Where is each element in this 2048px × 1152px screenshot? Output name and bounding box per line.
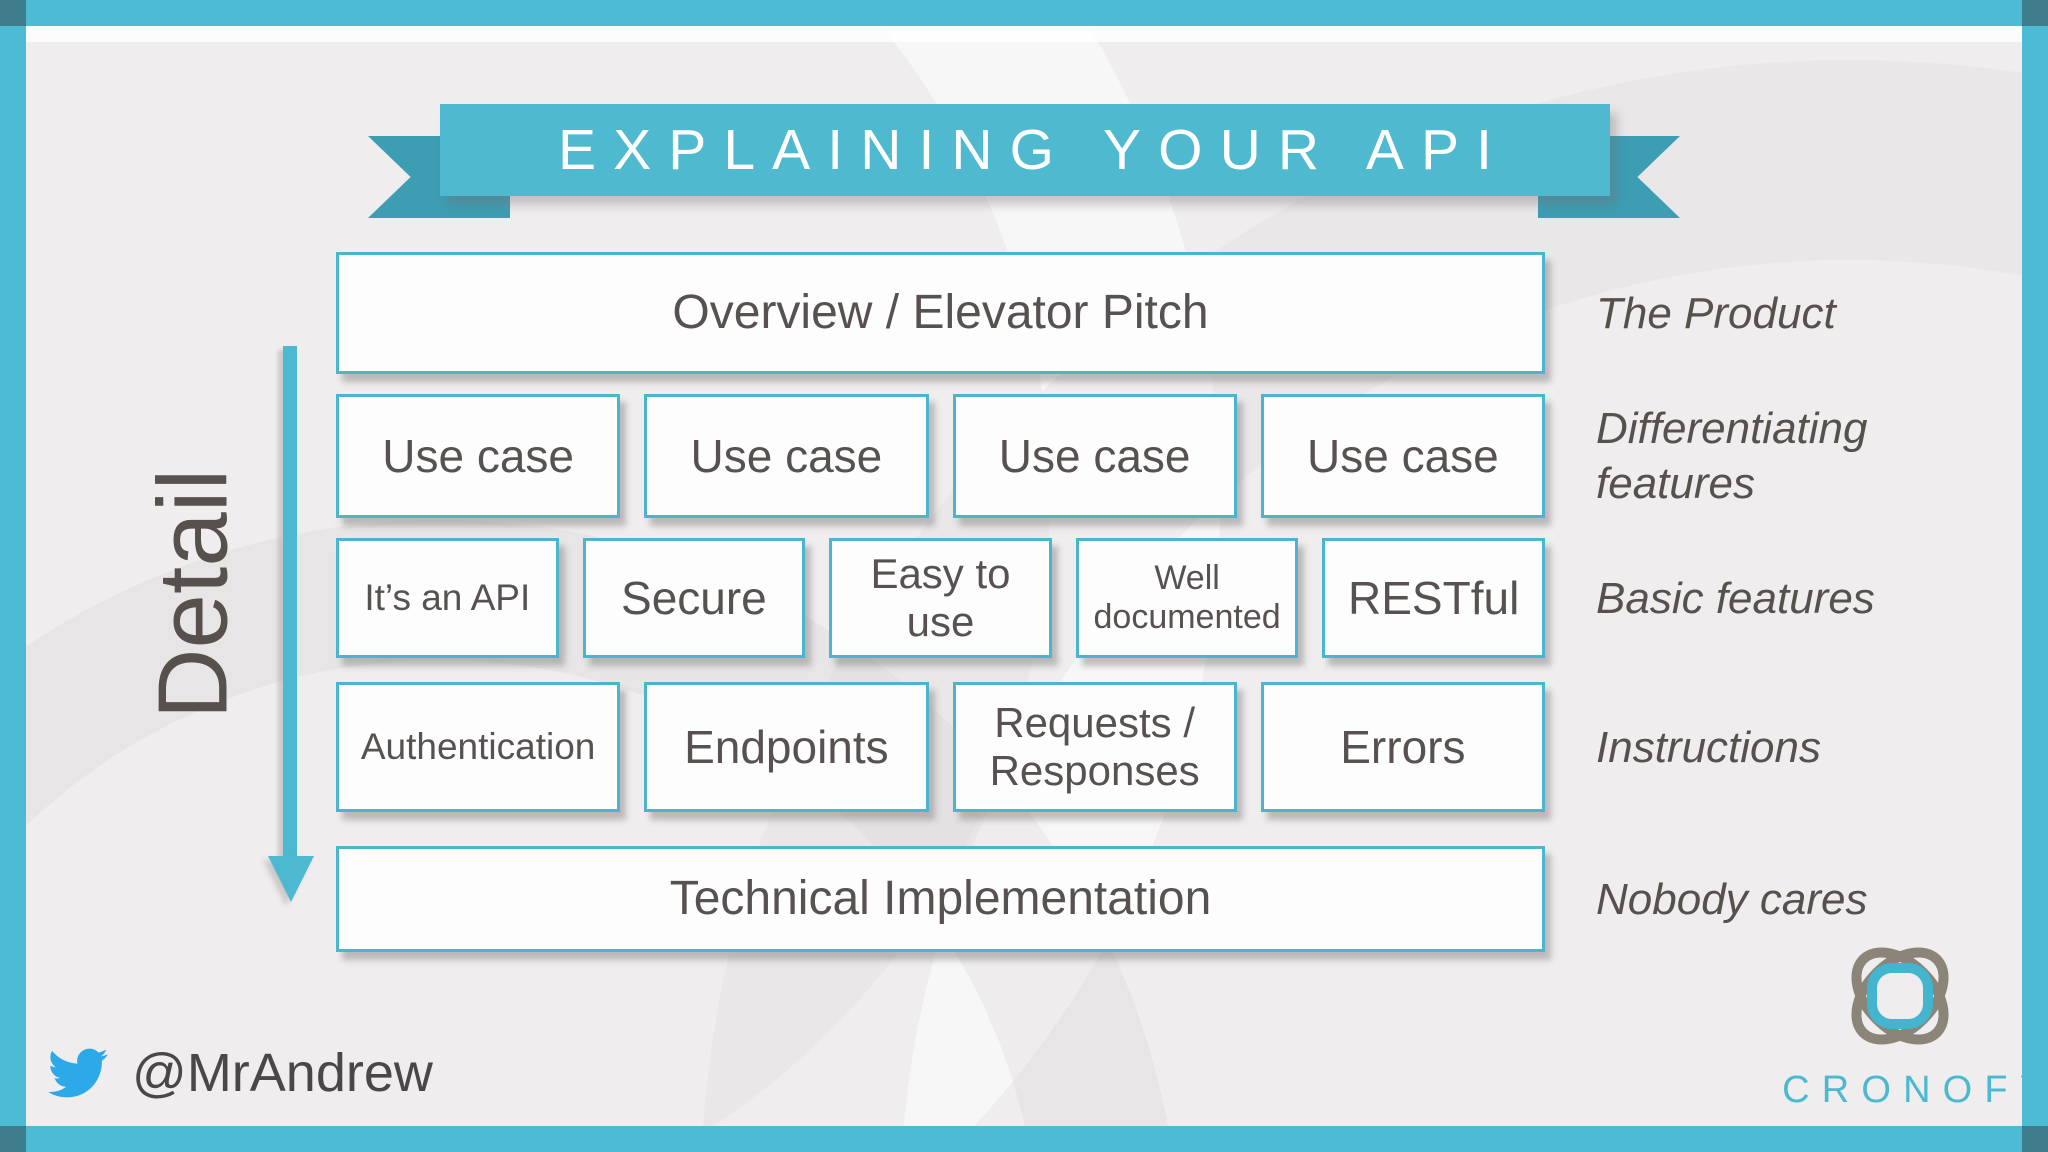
frame-border-top — [0, 0, 2048, 26]
side-label-nobody-cares: Nobody cares — [1596, 874, 1868, 924]
row-instructions: Authentication Endpoints Requests / Resp… — [336, 682, 1545, 812]
box-use-case: Use case — [1260, 394, 1545, 518]
brand-name: CRONOFY — [1782, 1069, 2048, 1111]
side-label-the-product: The Product — [1596, 288, 1836, 338]
box-errors: Errors — [1260, 682, 1545, 812]
row-technical: Technical Implementation — [336, 846, 1545, 952]
box-requests-responses: Requests / Responses — [952, 682, 1237, 812]
side-label-basic-features: Basic features — [1596, 573, 1875, 623]
box-use-case: Use case — [952, 394, 1237, 518]
twitter-bird-icon — [48, 1048, 108, 1098]
row-overview: Overview / Elevator Pitch — [336, 252, 1545, 374]
frame-corner — [0, 0, 26, 26]
frame-corner — [0, 1126, 26, 1152]
box-easy-to-use: Easy to use — [829, 538, 1052, 658]
box-endpoints: Endpoints — [644, 682, 929, 812]
side-label-differentiating-features: Differentiating features — [1596, 404, 1868, 508]
box-its-an-api: It’s an API — [336, 538, 559, 658]
row-basic-features: It’s an API Secure Easy to use Well docu… — [336, 538, 1545, 658]
down-arrow-icon — [268, 856, 314, 902]
box-overview: Overview / Elevator Pitch — [336, 252, 1545, 374]
slide-title: EXPLAINING YOUR API — [558, 118, 1510, 182]
box-secure: Secure — [582, 538, 806, 658]
frame-corner — [2022, 0, 2048, 26]
twitter-handle: @MrAndrew — [132, 1043, 433, 1103]
frame-border-bottom — [0, 1126, 2048, 1152]
frame-corner — [2022, 1126, 2048, 1152]
frame-border-left — [0, 0, 26, 1152]
down-arrow-shaft — [283, 346, 297, 858]
background-highlight — [26, 26, 2022, 42]
row-use-cases: Use case Use case Use case Use case — [336, 394, 1545, 518]
cronofy-atom-logo — [1851, 947, 1949, 1045]
box-well-documented: Well documented — [1075, 538, 1299, 658]
box-restful: RESTful — [1322, 538, 1545, 658]
box-use-case: Use case — [644, 394, 929, 518]
box-authentication: Authentication — [336, 682, 621, 812]
title-ribbon: EXPLAINING YOUR API — [440, 104, 1610, 196]
detail-axis-label: Detail — [137, 468, 248, 720]
frame-border-right — [2022, 0, 2048, 1152]
brand-block: CRONOFY — [1770, 938, 2048, 1112]
box-technical-implementation: Technical Implementation — [336, 846, 1545, 952]
side-label-instructions: Instructions — [1596, 722, 1821, 772]
box-use-case: Use case — [336, 394, 621, 518]
twitter-attribution: @MrAndrew — [42, 1042, 433, 1104]
